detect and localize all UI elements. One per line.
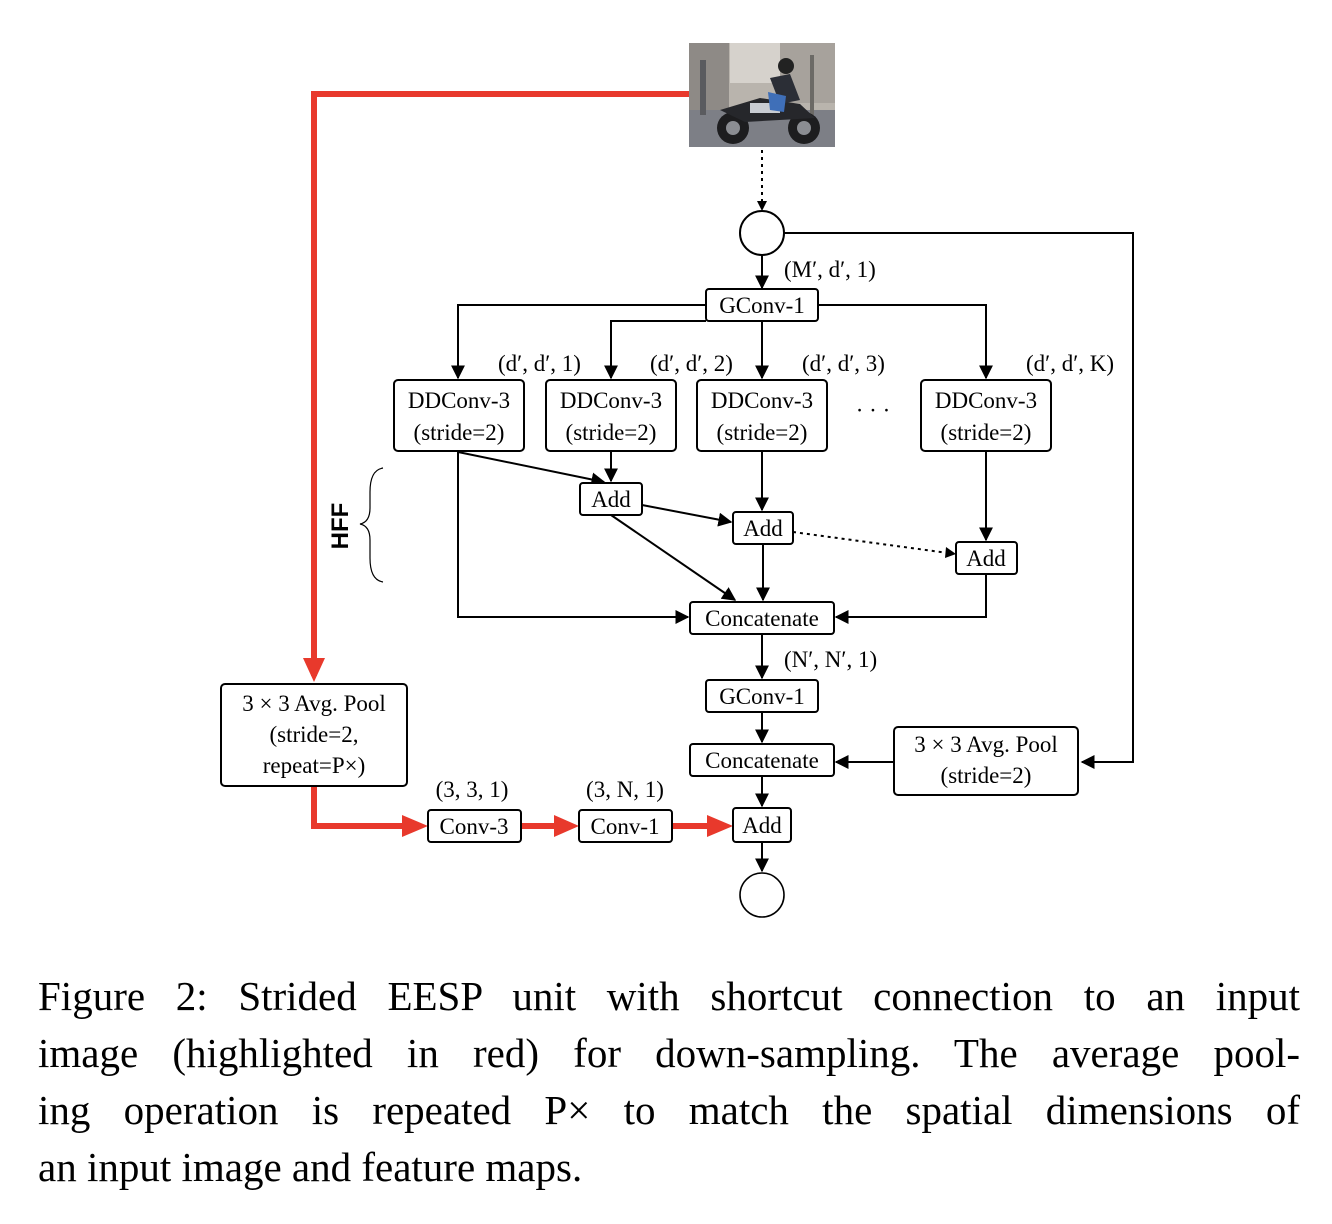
avgpool-left-repeat: repeat=P×): [263, 753, 366, 778]
figure-caption: Figure 2: Strided EESP unit with shortcu…: [38, 968, 1300, 1196]
caption-line-1: Figure 2: Strided EESP unit with shortcu…: [38, 973, 1300, 1019]
conv3-label: Conv-3: [440, 814, 509, 839]
add2-to-add3-edge: [792, 531, 949, 554]
ddconv2-stride: (stride=2): [566, 420, 657, 445]
gconv-to-ddconv1-edge: [451, 304, 706, 380]
ddconv1-to-concat-edge: [457, 452, 690, 624]
ddconv2-label: DDConv-3: [560, 388, 662, 413]
ddconv3-stride: (stride=2): [717, 420, 808, 445]
add1-to-add2-edge: [641, 504, 733, 527]
ddconv1-label: DDConv-3: [408, 388, 510, 413]
add-final-label: Add: [742, 813, 782, 838]
edge-label-3-N-1: (3, N, 1): [586, 777, 664, 802]
gconv-top-label: GConv-1: [719, 293, 805, 318]
ddconv-box-4: [920, 379, 1052, 452]
red-arrowhead-conv3: [402, 815, 428, 837]
avgpool-left-stride: (stride=2,: [270, 722, 359, 747]
conv1-label: Conv-1: [591, 814, 660, 839]
ddconv4-stride: (stride=2): [941, 420, 1032, 445]
add3-to-concat-edge: [834, 574, 987, 624]
edge-label-n-n-1: (N′, N′, 1): [784, 647, 877, 672]
gconv-bottom-label: GConv-1: [719, 684, 805, 709]
avgpool-left-box: [220, 683, 408, 787]
avgpool-left-label: 3 × 3 Avg. Pool: [242, 691, 386, 716]
add1-to-concat-edge: [610, 514, 737, 601]
ddconv3-label: DDConv-3: [711, 388, 813, 413]
red-arrowhead-conv1: [554, 815, 579, 837]
concat1-label: Concatenate: [705, 606, 819, 631]
conv3-box: [427, 809, 522, 843]
gconv-to-ddconv4-edge: [818, 304, 993, 380]
conv1-box: [578, 809, 673, 843]
ddconv1-stride: (stride=2): [414, 420, 505, 445]
edge-label-d-d-3: (d′, d′, 3): [802, 351, 885, 376]
eesp-diagram: (M′, d′, 1) GConv-1 (d′, d′, 1) (d′, d′,…: [220, 43, 1134, 918]
red-arrowhead-add: [707, 815, 733, 837]
edge-label-d-d-1: (d′, d′, 1): [498, 351, 581, 376]
ddconv-box-1: [393, 379, 525, 452]
input-image: [689, 43, 835, 147]
avgpool-right-stride: (stride=2): [941, 763, 1032, 788]
add3-label: Add: [966, 546, 1006, 571]
ddconv1-to-add1-edge: [457, 451, 606, 487]
ellipsis: · · ·: [856, 398, 890, 423]
output-node: [739, 872, 785, 918]
red-shortcut-to-avgpool: [311, 91, 689, 676]
gconv-to-ddconv2-edge: [604, 320, 706, 380]
hff-label: HFF: [327, 503, 354, 550]
input-skip-edge: [784, 232, 1134, 769]
ddconv-box-3: [696, 379, 828, 452]
concat2-label: Concatenate: [705, 748, 819, 773]
edge-label-d-d-2: (d′, d′, 2): [650, 351, 733, 376]
red-shortcut-to-conv3: [311, 786, 404, 829]
red-arrowhead-down: [303, 658, 325, 682]
ddconv-box-2: [545, 379, 677, 452]
hff-brace: [359, 467, 384, 583]
ddconv4-label: DDConv-3: [935, 388, 1037, 413]
edge-label-m-d-1: (M′, d′, 1): [784, 257, 876, 282]
add1-label: Add: [591, 487, 631, 512]
edge-label-3-3-1: (3, 3, 1): [436, 777, 509, 802]
caption-line-3: ing operation is repeated P× to match th…: [38, 1087, 1300, 1133]
caption-line-2: image (highlighted in red) for down-samp…: [38, 1030, 1300, 1076]
edge-label-d-d-K: (d′, d′, K): [1026, 351, 1114, 376]
caption-line-4: an input image and feature maps.: [38, 1144, 583, 1190]
add2-label: Add: [743, 516, 783, 541]
avgpool-right-label: 3 × 3 Avg. Pool: [914, 732, 1058, 757]
input-node: [739, 210, 785, 256]
